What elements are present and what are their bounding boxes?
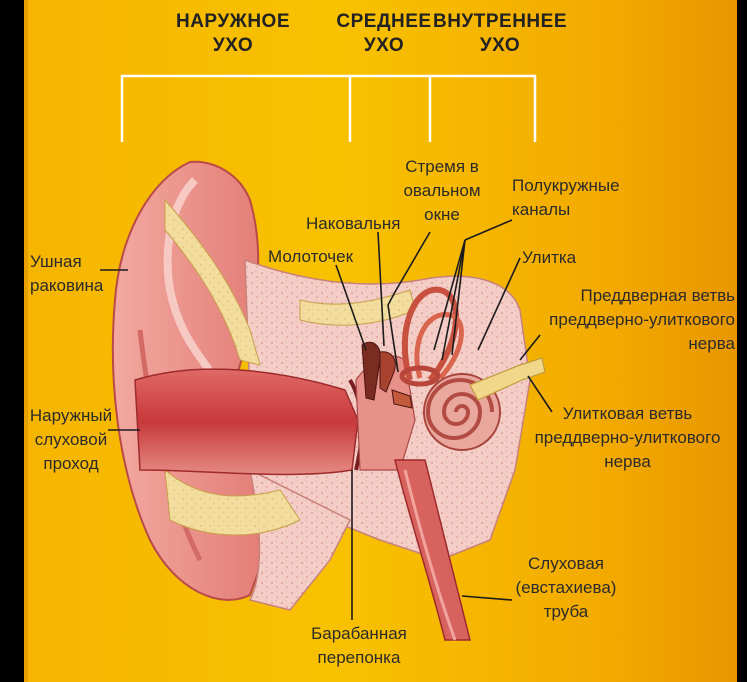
ear-canal-shape [135,369,358,474]
label-incus: Наковальня [306,212,400,236]
label-cochlea: Улитка [522,246,576,270]
label-eustachian-tube: Слуховая(евстахиева)труба [512,552,620,624]
label-malleus: Молоточек [268,245,353,269]
header-bracket [122,76,535,142]
